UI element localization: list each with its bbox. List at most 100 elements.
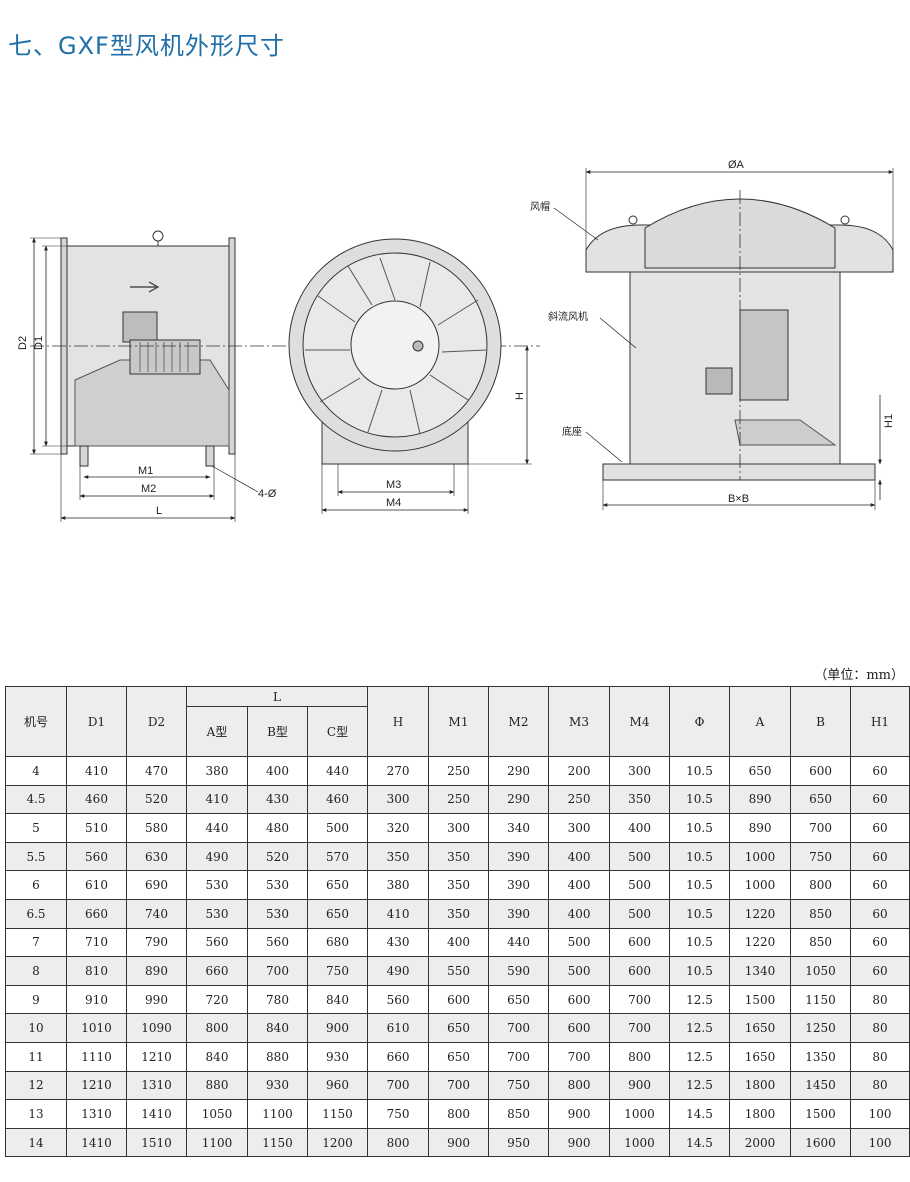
table-cell: 500 xyxy=(548,927,611,958)
table-cell: 60 xyxy=(850,870,910,900)
front-view: H M3 M4 xyxy=(288,238,532,514)
table-cell: 800 xyxy=(367,1127,430,1158)
dim-label-H1: H1 xyxy=(883,414,895,428)
table-cell: 910 xyxy=(66,984,127,1015)
table-cell: 1220 xyxy=(729,927,792,958)
table-cell: 350 xyxy=(609,784,671,815)
table-cell: 560 xyxy=(186,927,248,958)
table-cell: 300 xyxy=(367,784,430,815)
roof-motor xyxy=(739,309,789,401)
table-cell: 320 xyxy=(367,813,430,843)
dim-label-BxB: B×B xyxy=(728,493,749,505)
roof-base xyxy=(602,463,876,481)
roof-motor-support xyxy=(734,419,837,446)
table-cell: 610 xyxy=(367,1013,430,1043)
table-cell: 1800 xyxy=(729,1099,792,1129)
table-cell: 1000 xyxy=(729,841,792,872)
table-cell: 14 xyxy=(5,1127,67,1158)
table-cell: 5 xyxy=(5,813,67,843)
table-cell: 530 xyxy=(247,870,308,900)
table-cell: 600 xyxy=(790,756,852,786)
table-cell: 1500 xyxy=(790,1099,852,1129)
table-cell: 100 xyxy=(850,1099,910,1129)
table-cell: 800 xyxy=(186,1013,248,1043)
dim-label-A: ØA xyxy=(728,159,745,171)
table-cell: 660 xyxy=(186,956,248,986)
table-cell: 80 xyxy=(850,1070,910,1101)
header-B: B xyxy=(790,686,852,757)
roof-dome xyxy=(644,198,836,269)
side-view: D2 D1 M1 M2 L 4-Ø xyxy=(17,230,540,522)
table-cell: 560 xyxy=(247,927,308,958)
table-cell: 80 xyxy=(850,1013,910,1043)
label-cap: 风帽 xyxy=(530,200,550,213)
table-cell: 530 xyxy=(247,898,308,929)
table-cell: 380 xyxy=(367,870,430,900)
header-M4: M4 xyxy=(609,686,671,757)
dimension-drawings: D2 D1 M1 M2 L 4-Ø H xyxy=(0,140,910,540)
table-cell: 600 xyxy=(548,984,611,1015)
table-cell: 400 xyxy=(548,898,611,929)
table-cell: 930 xyxy=(306,1041,369,1072)
table-cell: 530 xyxy=(186,870,248,900)
dim-label-M4: M4 xyxy=(386,497,401,509)
table-cell: 610 xyxy=(66,870,127,900)
table-cell: 660 xyxy=(367,1041,430,1072)
table-cell: 10.5 xyxy=(669,927,731,958)
table-cell: 380 xyxy=(186,756,248,786)
dim-label-H: H xyxy=(514,392,526,400)
table-cell: 500 xyxy=(609,841,671,872)
table-cell: 890 xyxy=(729,784,792,815)
table-cell: 60 xyxy=(850,956,910,986)
dim-label-M1: M1 xyxy=(138,465,153,477)
table-cell: 850 xyxy=(790,898,852,929)
table-cell: 500 xyxy=(609,870,671,900)
table-cell: 890 xyxy=(729,813,792,843)
table-cell: 560 xyxy=(66,841,127,872)
table-cell: 11 xyxy=(5,1041,67,1072)
table-cell: 430 xyxy=(367,927,430,958)
table-cell: 1450 xyxy=(790,1070,852,1101)
table-cell: 700 xyxy=(247,956,308,986)
table-cell: 530 xyxy=(186,898,248,929)
table-cell: 460 xyxy=(66,784,127,815)
side-terminal-box xyxy=(122,311,158,343)
table-cell: 300 xyxy=(609,756,671,786)
side-foot-left xyxy=(79,445,89,467)
table-cell: 440 xyxy=(306,756,369,786)
table-cell: 690 xyxy=(126,870,187,900)
table-cell: 460 xyxy=(306,784,369,815)
dimension-table: 机号 D1 D2 L H M1 M2 M3 M4 Φ A B H1 A型 B型 … xyxy=(5,686,910,1158)
table-cell: 8 xyxy=(5,956,67,986)
table-cell: 650 xyxy=(428,1013,490,1043)
table-cell: 680 xyxy=(306,927,369,958)
table-cell: 700 xyxy=(488,1013,550,1043)
table-cell: 880 xyxy=(247,1041,308,1072)
table-cell: 10 xyxy=(5,1013,67,1043)
table-cell: 1110 xyxy=(66,1041,127,1072)
table-cell: 400 xyxy=(609,813,671,843)
table-cell: 400 xyxy=(428,927,490,958)
table-cell: 390 xyxy=(488,841,550,872)
table-cell: 650 xyxy=(306,898,369,929)
table-cell: 1010 xyxy=(66,1013,127,1043)
table-cell: 700 xyxy=(488,1041,550,1072)
label-fan: 斜流风机 xyxy=(548,310,588,323)
drawing-canvas: D2 D1 M1 M2 L 4-Ø H xyxy=(17,159,895,522)
table-cell: 840 xyxy=(186,1041,248,1072)
table-cell: 200 xyxy=(548,756,611,786)
table-cell: 14.5 xyxy=(669,1127,731,1158)
table-cell: 1410 xyxy=(126,1099,187,1129)
table-cell: 410 xyxy=(367,898,430,929)
table-cell: 300 xyxy=(548,813,611,843)
table-cell: 520 xyxy=(126,784,187,815)
table-cell: 1410 xyxy=(66,1127,127,1158)
